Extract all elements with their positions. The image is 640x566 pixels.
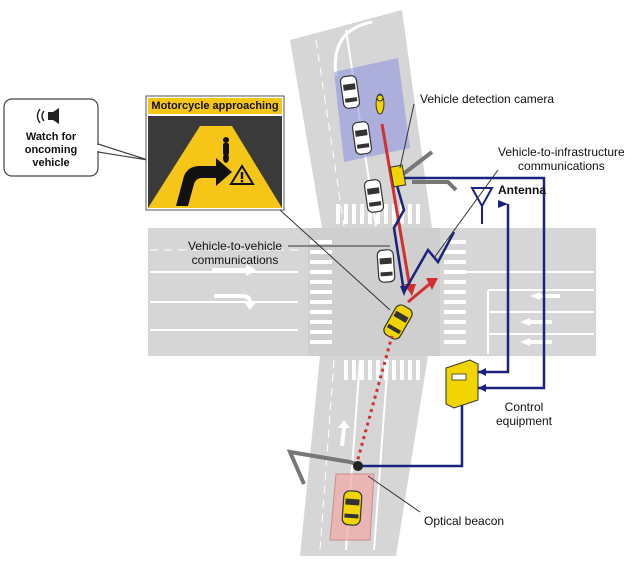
bubble-line-3: vehicle	[32, 157, 70, 169]
bubble-line-1: Watch for	[25, 131, 77, 143]
white-car-3	[363, 179, 385, 213]
camera-lightning	[392, 181, 406, 293]
label-control-equipment: Control equipment	[484, 400, 564, 428]
crosswalk-west	[310, 240, 332, 344]
speech-bubble-text: Watch for oncoming vehicle	[4, 131, 98, 170]
white-car-4	[376, 249, 396, 283]
crosswalks	[310, 204, 466, 380]
label-v2v-line1: Vehicle-to-vehicle	[187, 239, 283, 253]
crosswalk-east	[444, 240, 466, 344]
label-v2v-line2: communications	[191, 253, 279, 267]
label-v2i: Vehicle-to-infrastructure communications	[498, 145, 625, 173]
label-v2i-line2: communications	[518, 159, 605, 173]
turn-arrow-icon	[176, 158, 232, 206]
warning-triangle-icon	[229, 164, 255, 185]
sign-title: Motorcycle approaching	[151, 100, 279, 112]
label-control-line1: Control	[504, 400, 544, 414]
v2i-lightning	[402, 231, 456, 293]
speaker-icon	[36, 108, 59, 124]
beacon-pole	[286, 449, 363, 485]
label-antenna: Antenna	[498, 183, 546, 197]
camera-link	[402, 176, 546, 390]
motorcycle	[375, 93, 385, 115]
south-road	[300, 356, 428, 556]
optical-beacon-icon	[353, 461, 363, 471]
label-v2i-line1: Vehicle-to-infrastructure	[498, 145, 625, 159]
white-car-1	[339, 75, 361, 109]
label-control-line2: equipment	[495, 414, 553, 428]
v2v-red-arrow	[407, 280, 433, 304]
cars	[329, 75, 413, 541]
control-equipment-icon	[445, 359, 479, 409]
speech-bubble	[3, 98, 149, 177]
communication-lines	[362, 176, 546, 468]
camera-pole	[389, 150, 458, 192]
bubble-line-2: oncoming	[24, 144, 78, 156]
straight-arrow-west	[212, 264, 256, 276]
detection-red-arrow	[380, 123, 412, 289]
label-vehicle-detection-camera: Vehicle detection camera	[420, 92, 555, 106]
camera-detection-zone	[334, 58, 410, 162]
antenna-icon	[470, 187, 494, 224]
right-turn-arrow-west	[214, 294, 256, 310]
label-v2v: Vehicle-to-vehicle communications	[180, 239, 290, 267]
motorcycle-warning-sign	[145, 95, 285, 211]
antenna-link	[478, 204, 510, 374]
west-road	[148, 228, 308, 356]
label-optical-beacon: Optical beacon	[424, 514, 505, 528]
optical-beacon-path	[354, 335, 394, 467]
leader-lines	[279, 103, 499, 513]
yellow-car-intersection	[383, 304, 413, 340]
beacon-link	[362, 396, 464, 468]
motorcycle-icon	[223, 137, 229, 163]
white-car-2	[351, 121, 373, 155]
yellow-car-south	[341, 490, 363, 526]
arrow-south	[338, 420, 350, 446]
crosswalk-south	[344, 360, 420, 380]
